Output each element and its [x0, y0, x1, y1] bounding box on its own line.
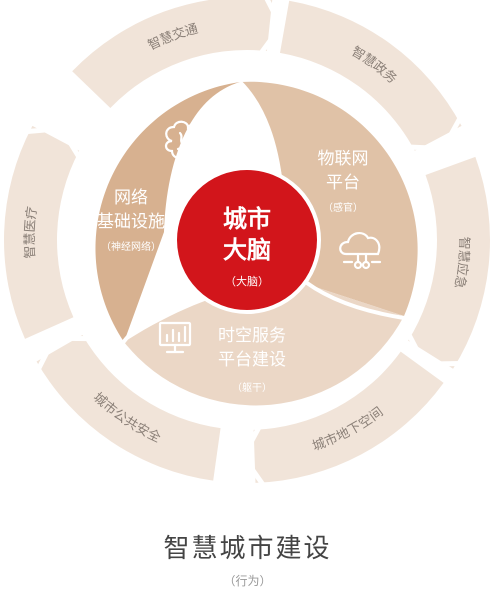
segment-bottom-text: 时空服务 平台建设 （躯干） — [218, 326, 286, 394]
outer-segment-arrow — [240, 424, 267, 488]
segment-right-text: 物联网 平台 （感官） — [318, 149, 369, 214]
outer-segment — [3, 125, 80, 339]
segment-left-sub: （神经网络） — [101, 240, 161, 253]
outer-segment — [279, 0, 462, 151]
segment-left-text: 网络 基础设施 （神经网络） — [97, 188, 165, 253]
cloud-network-icon — [339, 232, 382, 270]
segment-iot-platform — [240, 81, 418, 316]
segment-left-line2: 基础设施 — [97, 212, 165, 232]
segment-bottom-line2: 平台建设 — [218, 350, 286, 370]
core-line1: 城市 — [223, 205, 271, 233]
outer-segment-arrow — [24, 125, 82, 160]
segment-left-line1: 网络 — [114, 188, 148, 208]
segment-right-line2: 平台 — [326, 173, 360, 193]
outer-segment-arrow — [257, 0, 284, 56]
outer-segment-arrow — [407, 115, 464, 152]
core-sub: （大脑） — [225, 274, 269, 288]
segment-bottom-line1: 时空服务 — [218, 326, 286, 346]
caption-title: 智慧城市建设 — [163, 534, 332, 564]
segment-network-infrastructure — [95, 82, 240, 342]
outer-segment — [408, 156, 490, 369]
chart-monitor-icon — [158, 321, 192, 354]
segment-spatiotemporal-platform — [124, 282, 404, 406]
caption-subtitle: （行为） — [223, 574, 272, 588]
core-text: 城市 大脑 （大脑） — [223, 205, 271, 288]
city-brain-core — [173, 166, 321, 314]
brain-icon — [164, 120, 210, 160]
segment-right-sub: （感官） — [323, 201, 363, 214]
outer-segment — [36, 335, 221, 481]
separator-right-bottom — [296, 274, 405, 320]
outer-segment-arrow — [35, 335, 90, 373]
segment-bottom-sub: （躯干） — [232, 381, 272, 394]
outer-segment — [72, 0, 273, 109]
outer-segment-arrow — [405, 331, 461, 367]
core-line2: 大脑 — [223, 236, 271, 264]
outer-segment — [253, 351, 444, 483]
segment-right-line1: 物联网 — [318, 149, 369, 169]
